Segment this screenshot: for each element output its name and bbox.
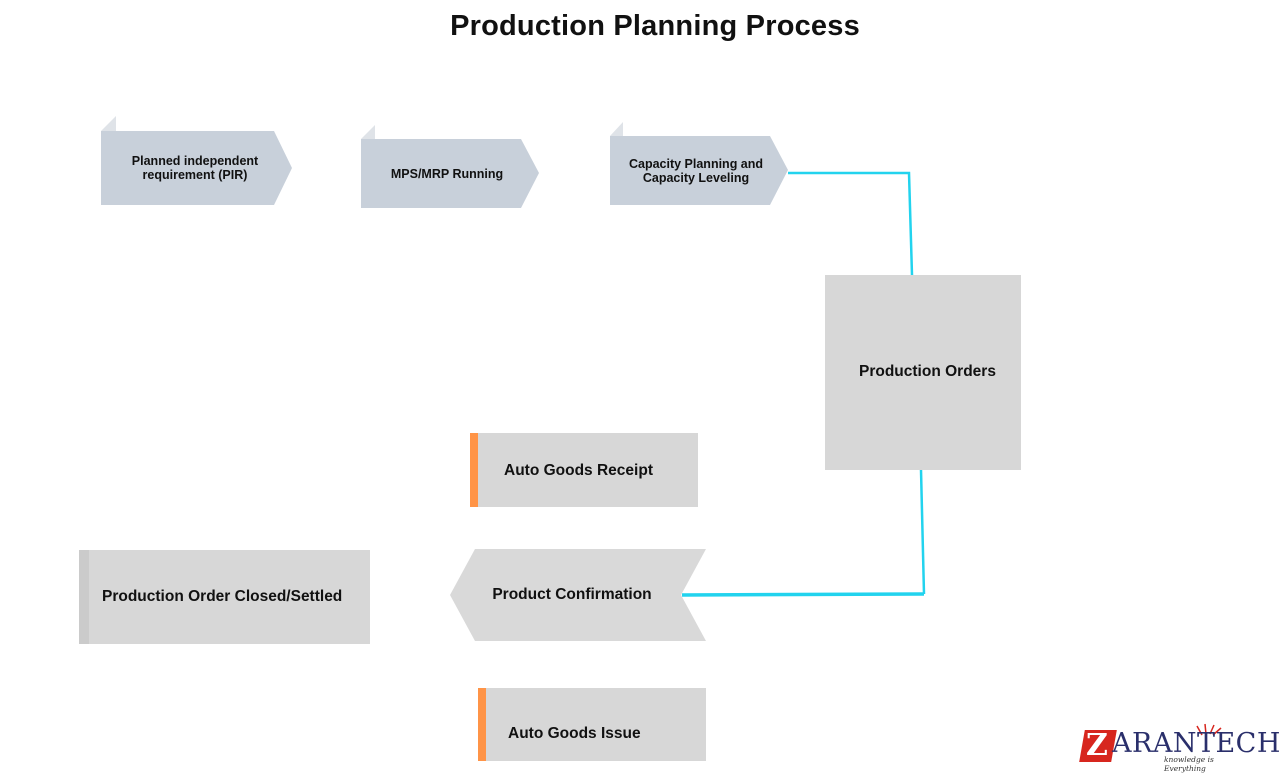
chevron-shape bbox=[101, 116, 292, 205]
step-capacity-label: Capacity Planning and Capacity Leveling bbox=[628, 156, 764, 185]
logo-initial: Z bbox=[1086, 728, 1108, 763]
accent-bar bbox=[79, 550, 89, 644]
step-capacity: Capacity Planning and Capacity Leveling bbox=[610, 122, 788, 205]
connector-capacity-to-orders bbox=[788, 171, 914, 276]
chevron-shape bbox=[361, 125, 539, 208]
chevron-shape bbox=[450, 549, 706, 641]
step-order-closed: Production Order Closed/Settled bbox=[79, 550, 370, 644]
connector-confirmation-link bbox=[681, 592, 925, 597]
step-auto-goods-issue-label: Auto Goods Issue bbox=[508, 725, 641, 742]
connector-orders-to-confirmation bbox=[919, 469, 926, 595]
logo-wordmark: ARANTECH bbox=[1112, 728, 1280, 759]
step-pir: Planned independent requirement (PIR) bbox=[101, 116, 292, 205]
page-title: Production Planning Process bbox=[450, 10, 860, 42]
step-mps-mrp-label: MPS/MRP Running bbox=[390, 166, 504, 181]
step-auto-goods-receipt: Auto Goods Receipt bbox=[470, 433, 698, 507]
step-mps-mrp: MPS/MRP Running bbox=[361, 125, 539, 208]
chevron-shape bbox=[610, 122, 788, 205]
step-pir-label: Planned independent requirement (PIR) bbox=[131, 154, 259, 182]
step-production-orders: Production Orders bbox=[825, 275, 1021, 470]
step-production-orders-label: Production Orders bbox=[859, 363, 996, 380]
accent-bar bbox=[470, 433, 478, 507]
zarantech-logo: Z ARANTECH knowledge is Everything bbox=[1079, 722, 1280, 773]
accent-bar bbox=[478, 688, 486, 761]
step-auto-goods-receipt-label: Auto Goods Receipt bbox=[504, 462, 653, 479]
step-auto-goods-issue: Auto Goods Issue bbox=[478, 688, 706, 761]
step-product-confirmation: Product Confirmation bbox=[450, 549, 706, 641]
step-order-closed-label: Production Order Closed/Settled bbox=[102, 588, 343, 605]
logo-tagline: knowledge is Everything bbox=[1164, 755, 1214, 773]
step-product-confirmation-label: Product Confirmation bbox=[492, 586, 652, 603]
spark-icon bbox=[1196, 723, 1222, 736]
